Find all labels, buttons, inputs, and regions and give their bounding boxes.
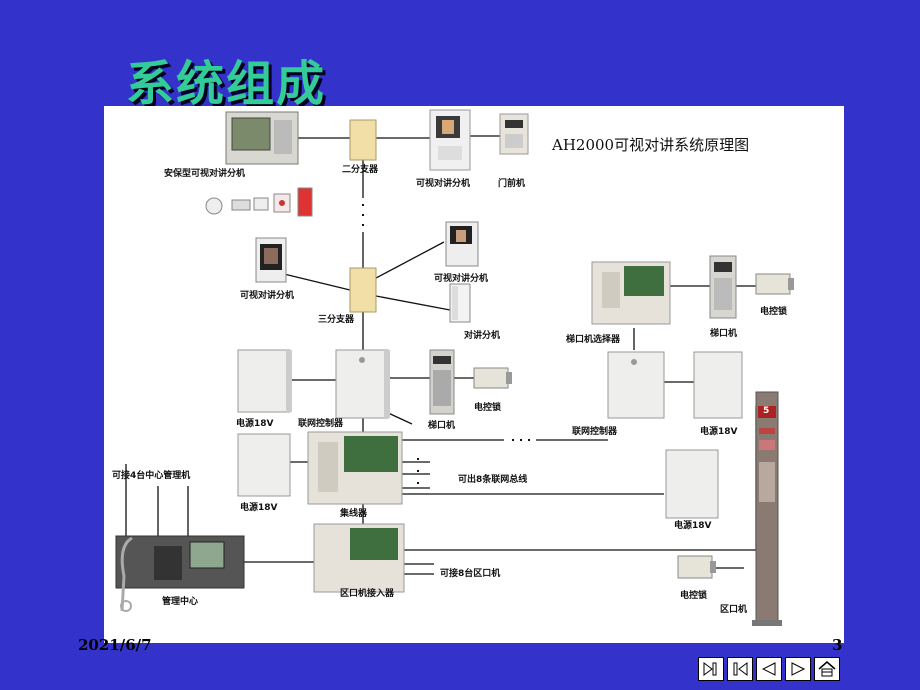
label-power-supply-1: 电源18V bbox=[236, 419, 274, 429]
area-unit-connector-image bbox=[313, 523, 405, 593]
electric-lock-mid-image bbox=[473, 367, 512, 389]
label-concentrator: 集线器 bbox=[340, 509, 368, 519]
concentrator-image bbox=[307, 431, 403, 505]
label-power-supply-right: 电源18V bbox=[700, 427, 738, 437]
label-power-supply-2: 电源18V bbox=[240, 503, 278, 513]
connection-lines bbox=[115, 109, 794, 626]
power-supply-3-image bbox=[665, 449, 719, 519]
diagram-title: AH2000可视对讲系统原理图 bbox=[552, 136, 750, 154]
network-controller-right-image bbox=[607, 351, 665, 419]
nav-last-icon bbox=[703, 662, 717, 676]
indoor-video-unit-1-image bbox=[429, 109, 471, 171]
label-security-indoor-unit: 安保型可视对讲分机 bbox=[164, 169, 246, 179]
label-intercom-handset: 对讲分机 bbox=[464, 331, 501, 341]
system-diagram-panel: AH2000可视对讲系统原理图 安保型可视对讲分机 二分支器 可视对讲分机 门前… bbox=[104, 106, 844, 643]
label-network-controller-left: 联网控制器 bbox=[298, 419, 344, 429]
home-button[interactable] bbox=[814, 657, 840, 681]
power-supply-2-image bbox=[237, 433, 291, 497]
label-indoor-video-unit-2: 可视对讲分机 bbox=[240, 291, 295, 301]
label-electric-lock-right: 电控锁 bbox=[760, 307, 788, 317]
indoor-video-unit-3-image bbox=[445, 221, 479, 267]
door-unit-image bbox=[499, 113, 529, 155]
slide-page-number: 3 bbox=[832, 636, 843, 654]
nav-prev-icon bbox=[761, 662, 776, 676]
label-management-center: 管理中心 bbox=[162, 597, 199, 607]
label-electric-lock-mid: 电控锁 bbox=[474, 403, 502, 413]
three-way-splitter-image bbox=[349, 267, 377, 313]
network-controller-left-image bbox=[335, 349, 390, 419]
security-sensors-image bbox=[205, 187, 313, 217]
stair-unit-right-image bbox=[709, 255, 737, 319]
stair-selector-image bbox=[591, 261, 671, 325]
label-door-unit: 门前机 bbox=[498, 179, 526, 189]
indoor-video-unit-2-image bbox=[255, 237, 287, 283]
security-indoor-unit-image bbox=[225, 111, 299, 165]
label-stair-selector: 梯口机选择器 bbox=[566, 335, 621, 345]
label-indoor-video-unit-3: 可视对讲分机 bbox=[434, 274, 489, 284]
power-supply-1-image bbox=[237, 349, 292, 413]
nav-home-icon bbox=[818, 661, 836, 677]
electric-lock-bottom-image bbox=[677, 555, 716, 579]
label-area-unit-connector: 区口机接入器 bbox=[340, 589, 395, 599]
intercom-handset-image bbox=[449, 283, 471, 323]
label-stair-unit-mid: 梯口机 bbox=[428, 421, 456, 431]
slide-date: 2021/6/7 bbox=[78, 636, 152, 654]
label-column-number: 5 bbox=[763, 406, 770, 416]
first-slide-button[interactable] bbox=[727, 657, 753, 681]
area-unit-column-image bbox=[752, 391, 782, 626]
power-supply-right-image bbox=[693, 351, 743, 419]
label-area-unit: 区口机 bbox=[720, 605, 748, 615]
slide-navigation bbox=[698, 657, 840, 683]
two-way-splitter-image bbox=[349, 119, 377, 161]
label-bus-capacity: 可出8条联网总线 bbox=[458, 475, 528, 485]
last-slide-button[interactable] bbox=[698, 657, 724, 681]
stair-unit-mid-image bbox=[429, 349, 455, 415]
label-area-unit-capacity: 可接8台区口机 bbox=[440, 569, 501, 579]
nav-first-icon bbox=[733, 662, 748, 676]
slide-title: 系统组成 bbox=[126, 56, 327, 112]
label-indoor-video-unit-1: 可视对讲分机 bbox=[416, 179, 471, 189]
label-center-capacity: 可接4台中心管理机 bbox=[112, 471, 191, 481]
nav-next-icon bbox=[791, 662, 806, 676]
label-power-supply-3: 电源18V bbox=[674, 521, 712, 531]
next-slide-button[interactable] bbox=[785, 657, 811, 681]
label-stair-unit-right: 梯口机 bbox=[710, 329, 738, 339]
label-electric-lock-bottom: 电控锁 bbox=[680, 591, 708, 601]
label-three-way-splitter: 三分支器 bbox=[318, 315, 355, 325]
label-two-way-splitter: 二分支器 bbox=[342, 165, 379, 175]
management-center-image bbox=[115, 535, 245, 612]
label-network-controller-right: 联网控制器 bbox=[572, 427, 618, 437]
electric-lock-right-image bbox=[755, 273, 794, 295]
previous-slide-button[interactable] bbox=[756, 657, 782, 681]
